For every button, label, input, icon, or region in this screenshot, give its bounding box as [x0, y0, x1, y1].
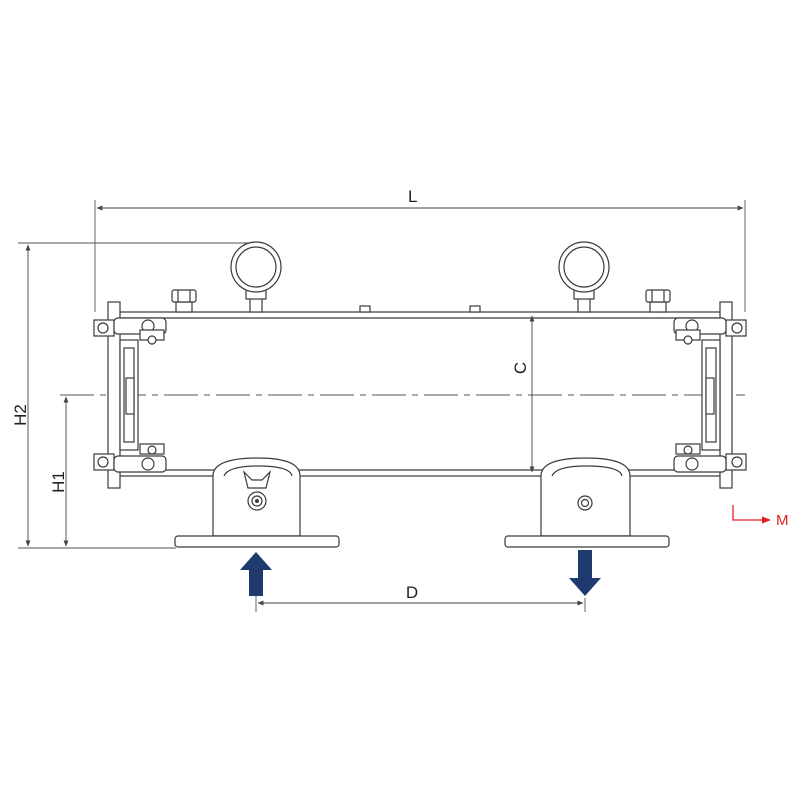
dimension-label-D: D — [406, 583, 418, 602]
pressure-gauge-left — [230, 241, 282, 313]
right-end-cap — [673, 301, 747, 489]
dimension-L: L — [94, 187, 746, 312]
maintenance-clearance-marker: M — [732, 505, 789, 529]
dimension-label-H1: H1 — [49, 471, 68, 493]
support-foot-right — [504, 457, 670, 548]
left-end-cap — [93, 301, 167, 489]
dimension-H2: H2 — [11, 242, 262, 547]
marker-label-M: M — [776, 512, 789, 529]
vent-valve-left — [171, 289, 197, 313]
inlet-flow-arrow-icon — [240, 552, 272, 596]
outlet-flow-arrow-icon — [569, 550, 601, 596]
dimension-D: D — [255, 583, 586, 612]
filter-housing-body — [117, 305, 723, 477]
pressure-gauge-right — [558, 241, 610, 313]
dimension-H1: H1 — [49, 396, 69, 547]
dimension-label-C: C — [511, 362, 530, 374]
dimension-label-L: L — [408, 187, 417, 206]
support-foot-left — [174, 457, 340, 548]
dimension-C: C — [511, 315, 535, 473]
vent-valve-right — [645, 289, 671, 313]
dimension-label-H2: H2 — [11, 404, 30, 426]
